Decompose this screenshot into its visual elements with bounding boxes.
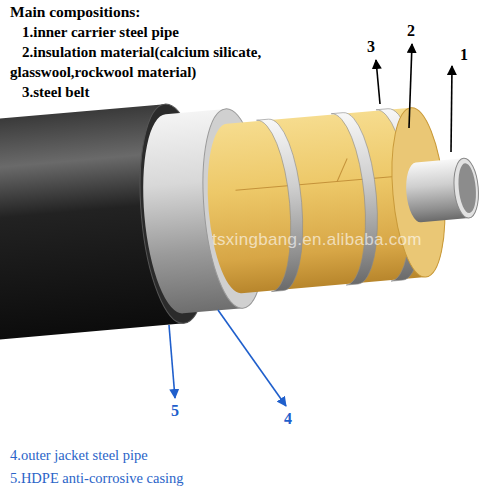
callout-number: 2 (407, 22, 415, 40)
part-description: 1.inner carrier steel pipe (10, 22, 179, 42)
callout-number: 1 (460, 46, 468, 64)
insulation-seam (335, 158, 349, 181)
carrier-pipe (404, 157, 481, 223)
leader-arrow (451, 66, 452, 152)
part-description: 4.outer jacket steel pipe (10, 445, 148, 465)
heading: Main compositions: (10, 2, 140, 22)
part-description: 2.insulation material(calcium silicate, … (10, 42, 340, 82)
part-description: 3.steel belt (10, 82, 89, 102)
leader-arrow (376, 60, 380, 104)
watermark: tsxingbang.en.alibaba.com (212, 230, 422, 250)
leader-arrow (218, 310, 286, 406)
leader-arrow (409, 44, 412, 128)
callout-number: 5 (171, 402, 179, 420)
pipe-body (0, 78, 488, 347)
carrier-pipe-end (452, 157, 481, 219)
callout-number: 3 (367, 38, 375, 56)
callout-number: 4 (284, 410, 292, 428)
steel-belt (256, 117, 309, 292)
carrier-pipe-bore (457, 162, 478, 213)
part-description: 5.HDPE anti-corrosive casing (10, 468, 184, 488)
leader-arrow (169, 325, 175, 398)
insulation-seam (236, 175, 415, 191)
steel-belt (331, 110, 384, 285)
